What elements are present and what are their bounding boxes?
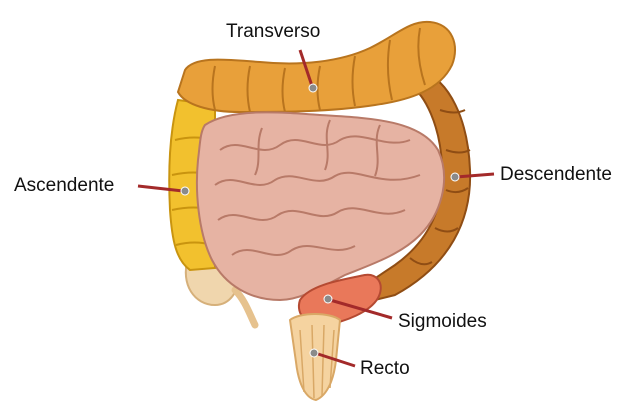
label-transverso: Transverso [226,22,320,41]
label-ascendente: Ascendente [14,176,114,195]
label-descendente: Descendente [500,165,612,184]
label-sigmoides: Sigmoides [398,312,487,331]
label-recto: Recto [360,359,410,378]
pointer-descendente [451,173,494,181]
